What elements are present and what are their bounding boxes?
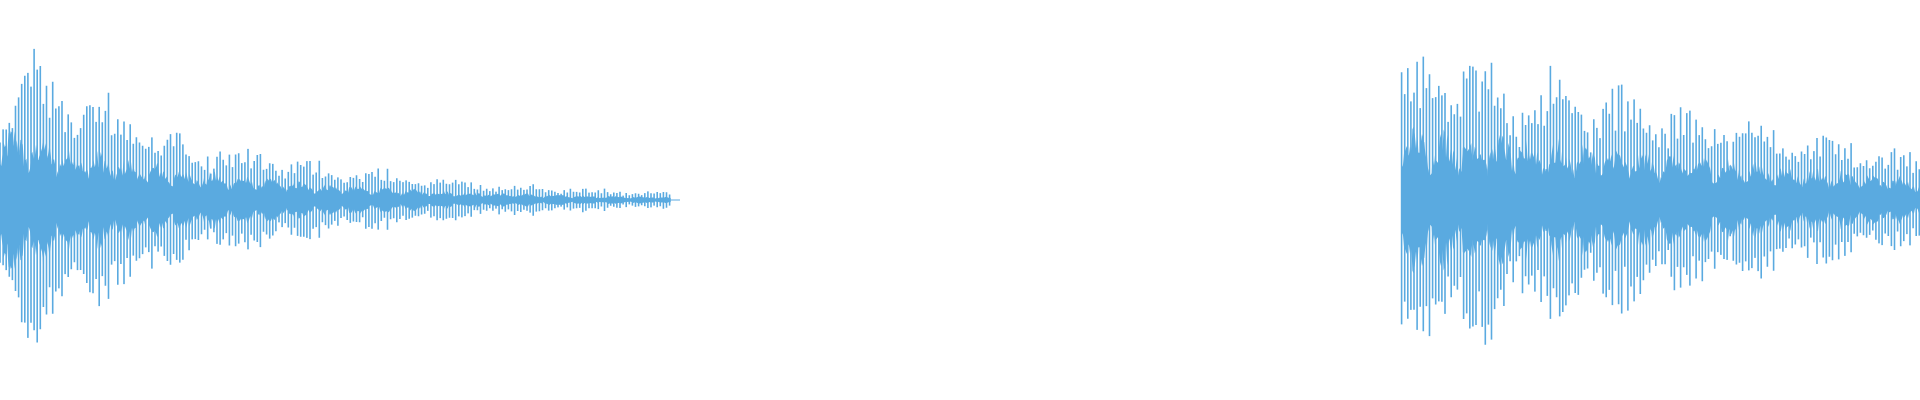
waveform-clip-2[interactable] xyxy=(1400,56,1920,345)
waveform-clip-1[interactable] xyxy=(0,48,680,343)
